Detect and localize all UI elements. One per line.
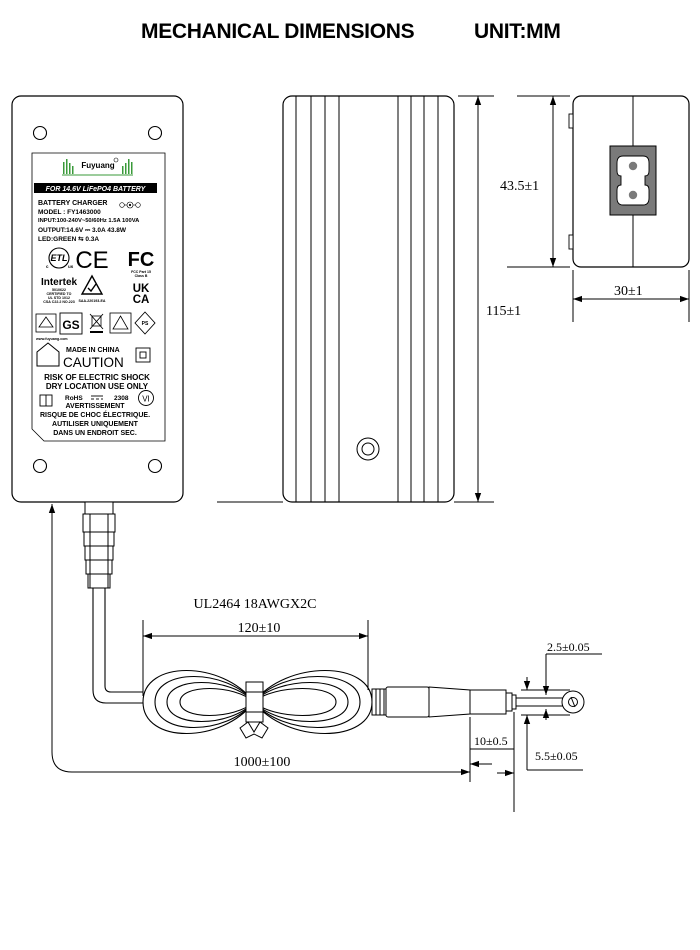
pse-diamond-icon: PS [134,311,156,335]
warning-fr-2: RISQUE DE CHOC ÉLECTRIQUE. [40,410,150,419]
svg-text:PS: PS [142,321,149,327]
warning-fr-4: DANS UN ENDROIT SEC. [53,430,137,437]
etl-mark-icon: ETL c us [46,247,74,269]
dc-plug [371,686,517,718]
warning-fr-3: AUTILISER UNIQUEMENT [52,421,139,428]
strain-relief [82,501,116,589]
indoor-use-icon [36,342,60,367]
adapter-body-side [282,95,455,503]
cable-length-dimension-lines [48,504,470,776]
length-dimension: 115±1 [486,304,521,319]
efficiency-level-text: VI [142,395,150,404]
fcc-note-1: FCC Part 15 [131,270,151,274]
double-insulation-icon [135,347,151,363]
mount-hole-bottom-right [147,458,163,474]
output-rating: OUTPUT:14.6V ⎓ 3.0A 43.8W [38,227,127,234]
input-rating: INPUT:100-240V~50/60Hz 1.5A 100VA [38,218,140,224]
side-view: 115±1 [217,95,521,503]
rating-label: Fuyuang FOR 14.6V LiFePO4 BATTERY BATTER… [31,152,166,442]
unit-label: UNIT:MM [474,20,561,43]
product-name: BATTERY CHARGER [38,200,107,207]
dc-symbol-icon [91,395,103,400]
pse-triangle-icon [35,313,57,333]
website-text: www.fuyuang.com [35,337,68,341]
svg-text:c: c [46,264,49,269]
battery-banner-text: FOR 14.6V LiFePO4 BATTERY [46,186,147,193]
intertek-sub-4: CSA C22.2 NO.223 [43,300,74,304]
date-code: 2308 [114,395,129,402]
brand-bars-right [122,159,133,174]
screw-icon [356,437,380,461]
model-number: MODEL : FY1463000 [38,209,101,216]
cable-coil [142,669,373,739]
rcm-mark-icon [80,274,104,295]
pin-diameter-dimension: 2.5±0.05 [547,640,590,654]
cable-length: 1000±100 [234,755,291,770]
mount-hole-bottom-left [32,458,48,474]
width-dimension: 30±1 [614,284,643,299]
led-rating: LED:GREEN ⇆ 0.3A [38,235,99,243]
manual-book-icon [39,394,53,407]
brand-name: Fuyuang [81,161,114,170]
weee-bin-icon [89,313,104,333]
mount-hole-top-right [147,125,163,141]
drawing-title: MECHANICAL DIMENSIONS [141,20,415,43]
svg-text:us: us [68,264,74,269]
barrel-diameter-dimension: 5.5±0.05 [535,749,578,763]
intertek-sub-3: UL STD 1012 [48,296,70,300]
warning-en-2: DRY LOCATION USE ONLY [46,382,149,391]
intertek-logo: Intertek [41,277,78,288]
ce-mark-icon: CE [75,247,108,274]
fcc-mark-icon: FC [128,249,155,271]
mount-hole-top-left [32,125,48,141]
label-outline [31,152,166,442]
made-in-china: MADE IN CHINA [66,347,120,354]
brand-bars-left [63,159,74,174]
loop-length: 120±10 [238,621,281,636]
warning-fr-1: AVERTISSEMENT [66,403,126,410]
ac-inlet-c8-icon [609,145,657,216]
ukca-mark-top: UK [133,283,150,295]
intertek-sub-1: 5010622 [52,288,66,292]
rcm-note: SAA-220193-EA [79,299,106,303]
rohs-mark: RoHS [65,395,83,402]
front-view: Fuyuang FOR 14.6V LiFePO4 BATTERY BATTER… [11,95,184,704]
svg-text:ETL: ETL [51,253,68,263]
triangle-mark-icon [109,312,132,334]
polarity-icon [119,201,141,209]
fcc-note-2: Class B [135,274,148,278]
intertek-sub-2: CERTIFIED TO [47,292,72,296]
caution-heading: CAUTION [63,355,124,370]
end-view: 43.5±1 30±1 [500,95,690,322]
svg-text:GS: GS [62,318,79,332]
plug-dimensions [469,653,602,812]
cable-spec: UL2464 18AWGX2C [194,597,317,612]
cable-tie [245,681,264,723]
battery-banner [34,183,157,193]
efficiency-level-icon [138,390,154,406]
plug-length-dimension: 10±0.5 [474,734,508,748]
warning-en-1: RISK OF ELECTRIC SHOCK [44,373,150,382]
cable-segment-left [92,588,143,704]
gs-mark-icon: GS [59,312,83,335]
height-dimension: 43.5±1 [500,179,539,194]
ukca-mark-bottom: CA [133,294,150,306]
registered-icon [113,157,119,163]
